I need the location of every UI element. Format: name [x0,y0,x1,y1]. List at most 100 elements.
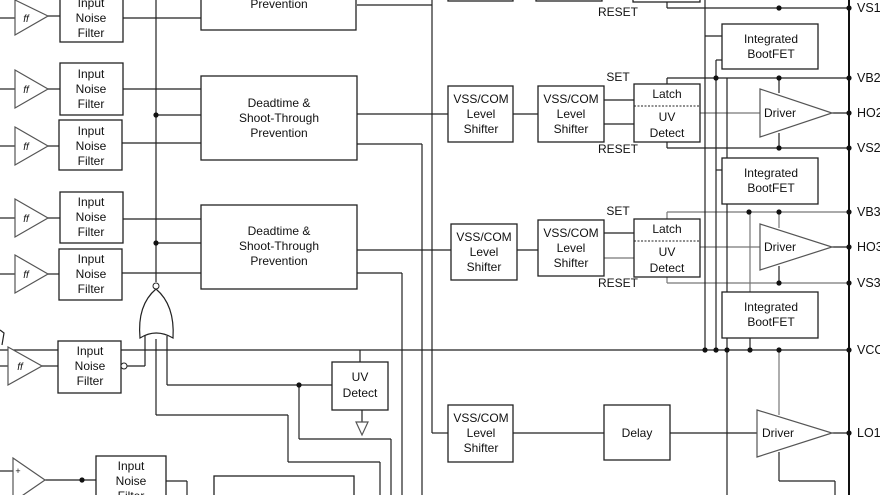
svg-text:Prevention: Prevention [250,126,307,140]
schmitt-buffers: ff ff ff ff ff ff + [0,0,60,495]
pin-ho2: HO2 [857,106,880,120]
svg-text:Shoot-Through: Shoot-Through [239,111,319,125]
svg-text:Shifter: Shifter [554,122,589,136]
level-shifter-partial [535,0,603,2]
svg-text:Input: Input [118,459,145,473]
svg-text:Noise: Noise [76,267,107,281]
comparator-icon: + [12,456,47,495]
svg-text:ff: ff [23,214,30,225]
svg-text:Prevention: Prevention [250,0,307,11]
svg-text:VSS/COM: VSS/COM [543,226,598,240]
svg-text:Noise: Noise [76,139,107,153]
svg-text:Input: Input [78,0,105,10]
svg-text:Level: Level [557,241,586,255]
set-label: SET [606,204,630,218]
svg-text:Prevention: Prevention [250,254,307,268]
svg-text:Detect: Detect [650,261,685,275]
reset-label: RESET [598,276,639,290]
svg-text:Filter: Filter [78,154,105,168]
pin-ho3: HO3 [857,240,880,254]
svg-text:Detect: Detect [650,126,685,140]
schmitt-buffer-icon: ff [7,345,44,387]
schmitt-buffer-icon: ff [14,125,50,167]
svg-text:Filter: Filter [77,374,104,388]
svg-text:UV: UV [659,245,676,259]
svg-text:Driver: Driver [764,106,796,120]
pin-vcc: VCC [857,343,880,357]
svg-text:VSS/COM: VSS/COM [543,92,598,106]
svg-text:ff: ff [23,14,30,25]
svg-text:Level: Level [557,107,586,121]
pin-lo1: LO1 [857,426,880,440]
svg-text:Filter: Filter [78,282,105,296]
svg-text:ff: ff [23,85,30,96]
svg-text:Input: Input [78,252,105,266]
svg-text:Noise: Noise [116,474,147,488]
pin-labels: VS1 VB2 HO2 VS2 VB3 HO3 VS3 VCC LO1 [857,1,880,440]
driver: Driver [759,223,834,271]
svg-text:Driver: Driver [764,240,796,254]
svg-text:UV: UV [659,110,676,124]
pin-vs3: VS3 [857,276,880,290]
svg-text:Integrated: Integrated [744,32,798,46]
svg-text:Delay: Delay [622,426,653,440]
svg-text:Shifter: Shifter [554,256,589,270]
level-shifter-partial [447,0,514,2]
schmitt-buffer-icon: ff [14,197,50,239]
svg-text:Deadtime &: Deadtime & [248,224,311,238]
driver: Driver [756,409,835,458]
svg-text:ff: ff [23,270,30,281]
set-label: SET [606,70,630,84]
input-pin-stub [0,329,5,346]
svg-text:VSS/COM: VSS/COM [453,92,508,106]
svg-text:Input: Input [77,344,104,358]
svg-text:Filter: Filter [78,26,105,40]
svg-text:Shifter: Shifter [464,441,499,455]
reset-label: RESET [598,142,639,156]
pin-vs2: VS2 [857,141,880,155]
svg-text:ff: ff [17,362,24,373]
svg-text:Latch: Latch [652,87,681,101]
schmitt-buffer-icon: ff [14,253,50,295]
svg-text:Noise: Noise [75,359,106,373]
svg-text:Noise: Noise [76,210,107,224]
schmitt-buffer-icon: ff [14,68,50,110]
svg-text:Input: Input [78,195,105,209]
svg-text:Detect: Detect [343,386,378,400]
svg-text:Shifter: Shifter [467,260,502,274]
svg-text:Latch: Latch [652,222,681,236]
svg-text:Level: Level [470,245,499,259]
delay-block: Delay [603,404,671,461]
nor-gate-icon [138,282,174,340]
inverter-bubble [120,362,128,370]
svg-text:+: + [15,466,20,476]
junction-dots [79,5,852,483]
driver: Driver [759,88,834,138]
svg-text:BootFET: BootFET [747,47,795,61]
schmitt-buffer-icon: ff [14,0,50,37]
svg-text:VSS/COM: VSS/COM [456,230,511,244]
pin-vb3: VB3 [857,205,880,219]
svg-text:ff: ff [23,142,30,153]
svg-text:Input: Input [78,67,105,81]
svg-text:Deadtime &: Deadtime & [248,96,311,110]
latch-partial [632,0,701,3]
svg-text:Noise: Noise [76,82,107,96]
